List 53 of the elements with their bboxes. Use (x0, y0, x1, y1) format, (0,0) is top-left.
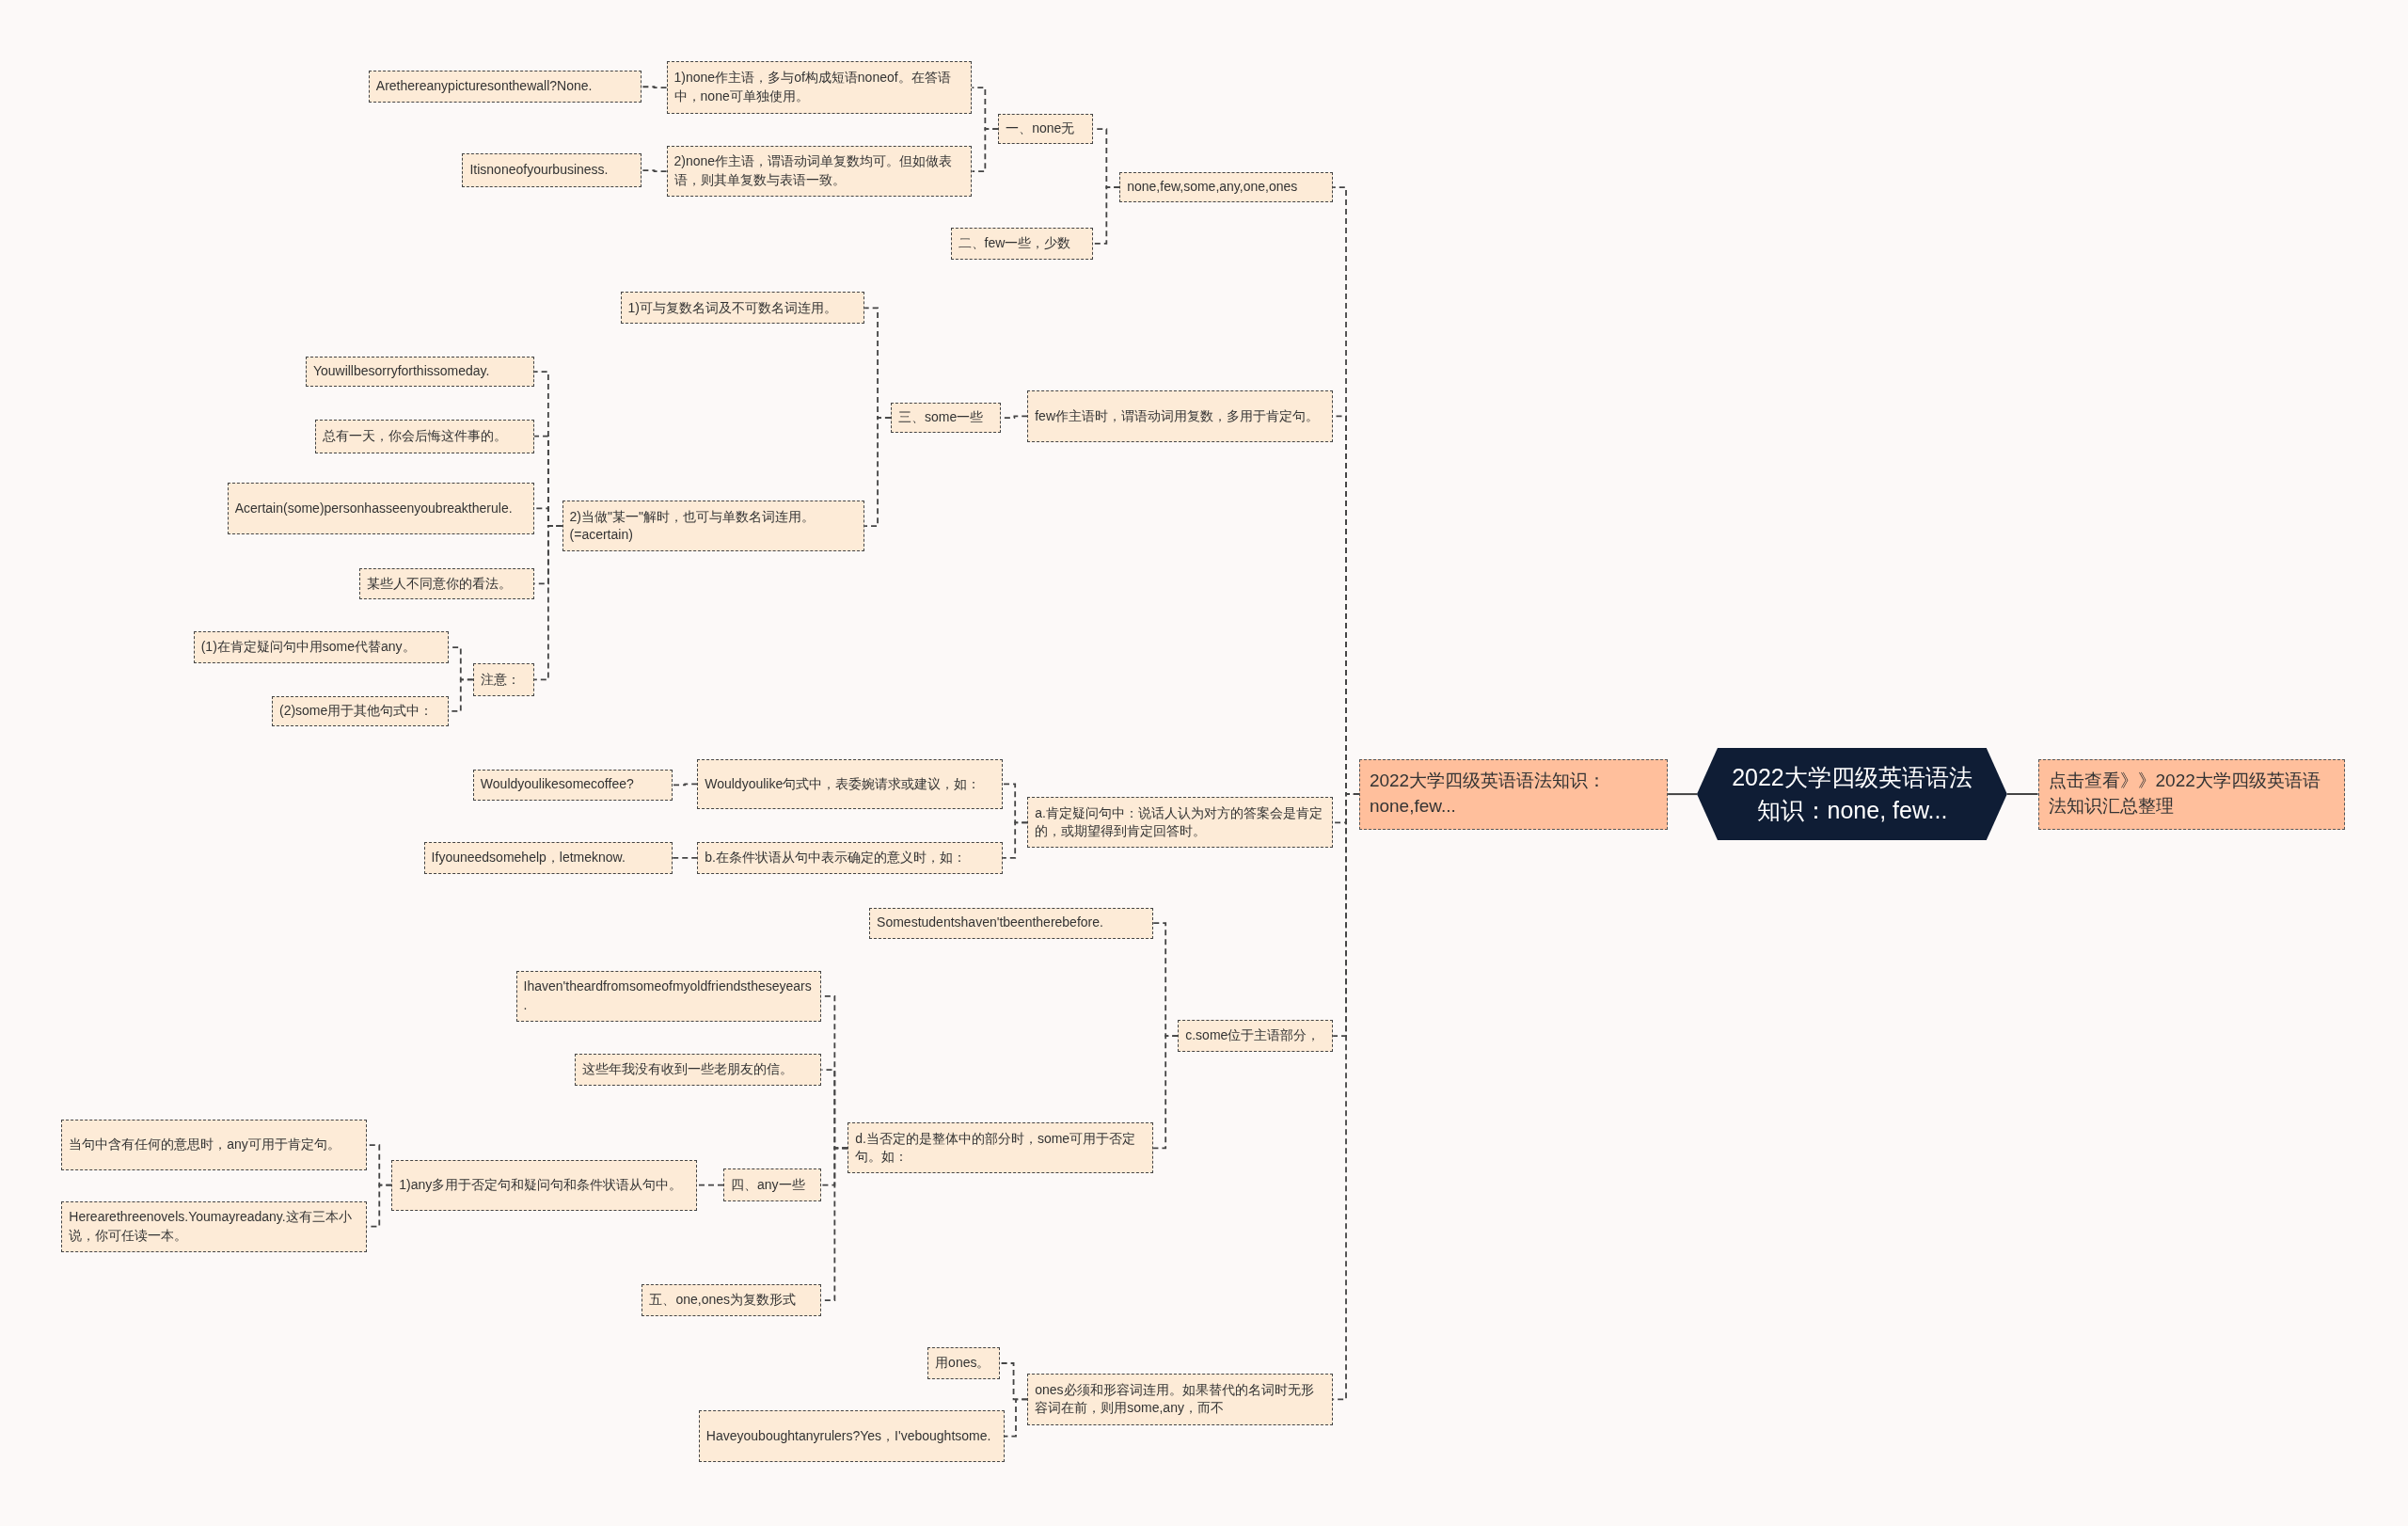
topic-box: c.some位于主语部分， (1178, 1020, 1334, 1053)
topic-box: Herearethreenovels.Youmayreadany.这有三本小说，你可任读一本。 (61, 1200, 368, 1252)
connector-line (863, 417, 892, 528)
topic-box: Wouldyoulike句式中，表委婉请求或建议，如： (697, 758, 1004, 810)
topic-box: Acertain(some)personhasseenyoubreaktherule. (227, 482, 535, 535)
topic-box: 总有一天，你会后悔这件事的。 (314, 419, 535, 453)
connector-line (533, 525, 563, 681)
topic-box: 1)可与复数名词及不可数名词连用。 (620, 292, 865, 325)
connector-line (1002, 821, 1029, 859)
connector-line (971, 128, 1000, 172)
connector-line (672, 856, 699, 859)
topic-box: Arethereanypicturesonthewall?None. (368, 71, 642, 103)
connector-line (1092, 186, 1121, 245)
connector-line (696, 1184, 724, 1186)
topic-box: 注意： (472, 663, 535, 696)
topic-box: 五、one,ones为复数形式 (642, 1283, 822, 1317)
topic-box: 2)none作主语，谓语动词单复数均可。但如做表语，则其单复数与表语一致。 (666, 146, 973, 197)
connector-line (2005, 793, 2039, 796)
connector-line (641, 86, 668, 88)
topic-box: few作主语时，谓语动词用复数，多用于肯定句。 (1027, 389, 1334, 443)
topic-box: Ifyouneedsomehelp，letmeknow. (423, 841, 673, 874)
topic-box: 四、any一些 (722, 1168, 822, 1201)
topic-box: Somestudentshaven'tbeentherebefore. (869, 907, 1154, 939)
topic-box: ones必须和形容词连用。如果替代的名词时无形容词在前，则用some,any，而不 (1027, 1373, 1334, 1426)
topic-box: 2)当做"某一"解时，也可与单数名词连用。(=acertain) (562, 501, 865, 552)
topic-box: 用ones。 (927, 1346, 1000, 1380)
topic-box: 1)none作主语，多与of构成短语noneof。在答语中，none可单独使用。 (666, 61, 973, 114)
connector-line (1667, 793, 1699, 796)
connector-line (1003, 1398, 1029, 1438)
topic-box: a.肯定疑问句中：说话人认为对方的答案会是肯定的，或期望得到肯定回答时。 (1027, 797, 1334, 849)
topic-box: (2)some用于其他句式中： (271, 695, 449, 727)
topic-box: 某些人不同意你的看法。 (359, 568, 535, 599)
branch-topic: 2022大学四级英语语法知识：none,few... (1358, 758, 1669, 830)
topic-box: (1)在肯定疑问句中用some代替any。 (193, 631, 449, 664)
topic-box: 1)any多用于否定句和疑问句和条件状语从句中。 (391, 1159, 698, 1211)
topic-box: d.当否定的是整体中的部分时，some可用于否定句。如： (848, 1122, 1154, 1174)
connector-line (1152, 1035, 1180, 1150)
topic-box: b.在条件状语从句中表示确定的意义时，如： (697, 841, 1004, 874)
topic-box: 二、few一些，少数 (950, 227, 1094, 260)
topic-box: 当句中含有任何的意思时，any可用于肯定句。 (61, 1120, 368, 1171)
topic-box: Itisnoneofyourbusiness. (462, 153, 642, 188)
topic-box: Ihaven'theardfromsomeofmyoldfriendstheseyears. (515, 970, 822, 1022)
topic-box: none,few,some,any,one,ones (1119, 171, 1334, 203)
connector-line (641, 169, 668, 172)
central-topic: 2022大学四级英语语法知识：none, few... (1697, 748, 2007, 841)
topic-box: Haveyouboughtanyrulers?Yes，I'veboughtsome. (698, 1409, 1005, 1463)
connector-line (672, 783, 699, 787)
topic-box: Wouldyoulikesomecoffee? (472, 769, 673, 801)
topic-box: 这些年我没有收到一些老朋友的信。 (574, 1054, 822, 1087)
topic-box: Youwillbesorryforthissomeday. (305, 356, 535, 388)
branch-topic: 点击查看》》2022大学四级英语语法知识汇总整理 (2037, 758, 2346, 830)
topic-box: 三、some一些 (890, 402, 1002, 434)
topic-box: 一、none无 (998, 113, 1094, 145)
